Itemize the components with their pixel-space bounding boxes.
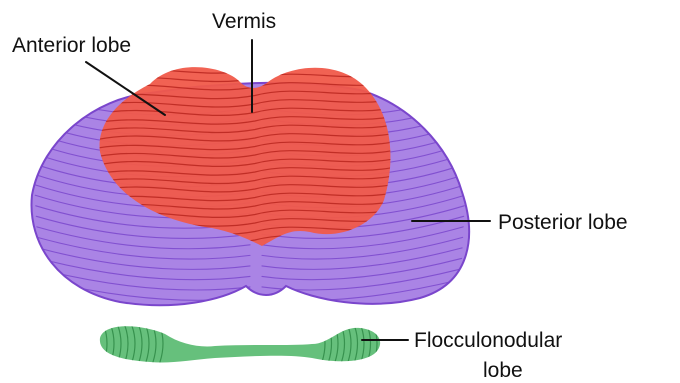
flocculonodular-label-line1: Flocculonodular (414, 329, 562, 352)
flocculonodular-label-line2: lobe (483, 359, 523, 382)
posterior-lobe-label: Posterior lobe (498, 211, 628, 234)
vermis-label: Vermis (212, 10, 276, 33)
anterior-lobe-label: Anterior lobe (12, 34, 131, 57)
flocculonodular-lobe-shape (100, 326, 380, 363)
anterior-fold-line (95, 64, 400, 73)
